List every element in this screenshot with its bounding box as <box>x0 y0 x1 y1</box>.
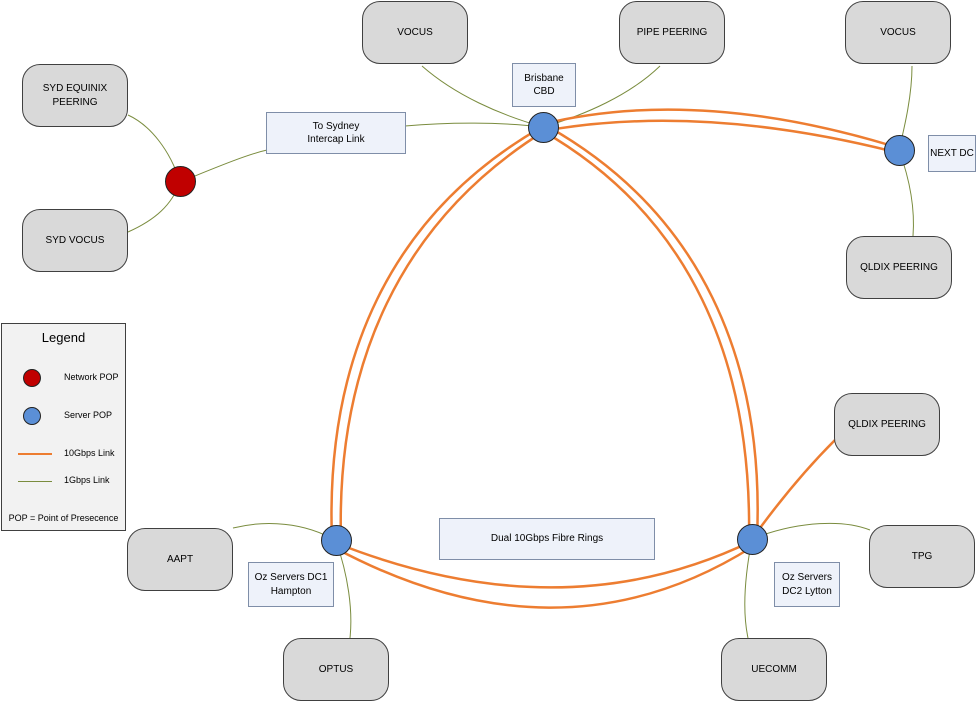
link-10g-bne-dc1-a <box>330 126 541 542</box>
peer-qldix-top: QLDIX PEERING <box>846 236 952 299</box>
peer-vocus-top: VOCUS <box>362 1 468 64</box>
peer-vocus-right: VOCUS <box>845 1 951 64</box>
pop-server-nextdc <box>884 135 915 166</box>
label-next-dc: NEXT DC <box>928 135 976 172</box>
link-10g-bne-dc1-b <box>339 128 547 542</box>
link-10g-bne-nextdc-a <box>542 108 900 150</box>
link-10g-bne-nextdc-b <box>542 119 900 155</box>
label-dc2-lytton: Oz Servers DC2 Lytton <box>774 562 840 607</box>
link-1g-intercap-brisbane <box>404 122 544 128</box>
peer-syd-equinix: SYD EQUINIX PEERING <box>22 64 128 127</box>
pop-server-dc2 <box>737 524 768 555</box>
legend: Legend Network POP Server POP 10Gbps Lin… <box>1 323 126 531</box>
legend-10g-line-icon <box>18 453 52 455</box>
label-dc1-hampton: Oz Servers DC1 Hampton <box>248 562 334 607</box>
link-10g-bne-dc2-a <box>540 128 751 540</box>
legend-10g-label: 10Gbps Link <box>64 448 115 458</box>
peer-uecomm: UECOMM <box>721 638 827 701</box>
legend-title: Legend <box>41 330 86 345</box>
peer-optus: OPTUS <box>283 638 389 701</box>
legend-1g-line-icon <box>18 481 52 482</box>
peer-aapt: AAPT <box>127 528 233 591</box>
pop-server-brisbane <box>528 112 559 143</box>
link-1g-tpg <box>751 522 871 540</box>
legend-server-pop-icon <box>23 407 41 425</box>
legend-1g-label: 1Gbps Link <box>64 475 110 485</box>
legend-network-pop-icon <box>23 369 41 387</box>
link-10g-dc2-qldix <box>750 439 836 540</box>
label-brisbane-cbd: Brisbane CBD <box>512 63 576 107</box>
peer-qldix-mid: QLDIX PEERING <box>834 393 940 456</box>
legend-network-pop-label: Network POP <box>64 372 119 382</box>
peer-tpg: TPG <box>869 525 975 588</box>
legend-server-pop-label: Server POP <box>64 410 113 420</box>
link-10g-dc1-dc2-a <box>335 539 753 589</box>
pop-server-dc1 <box>321 525 352 556</box>
label-dual-rings: Dual 10Gbps Fibre Rings <box>439 518 655 560</box>
label-sydney-intercap: To Sydney Intercap Link <box>266 112 406 154</box>
peer-pipe-peering: PIPE PEERING <box>619 1 725 64</box>
legend-footer: POP = Point of Presecence <box>8 513 119 523</box>
peer-syd-vocus: SYD VOCUS <box>22 209 128 272</box>
pop-network-sydney <box>165 166 196 197</box>
link-10g-bne-dc2-b <box>546 124 759 540</box>
link-10g-dc1-dc2-b <box>336 545 753 609</box>
